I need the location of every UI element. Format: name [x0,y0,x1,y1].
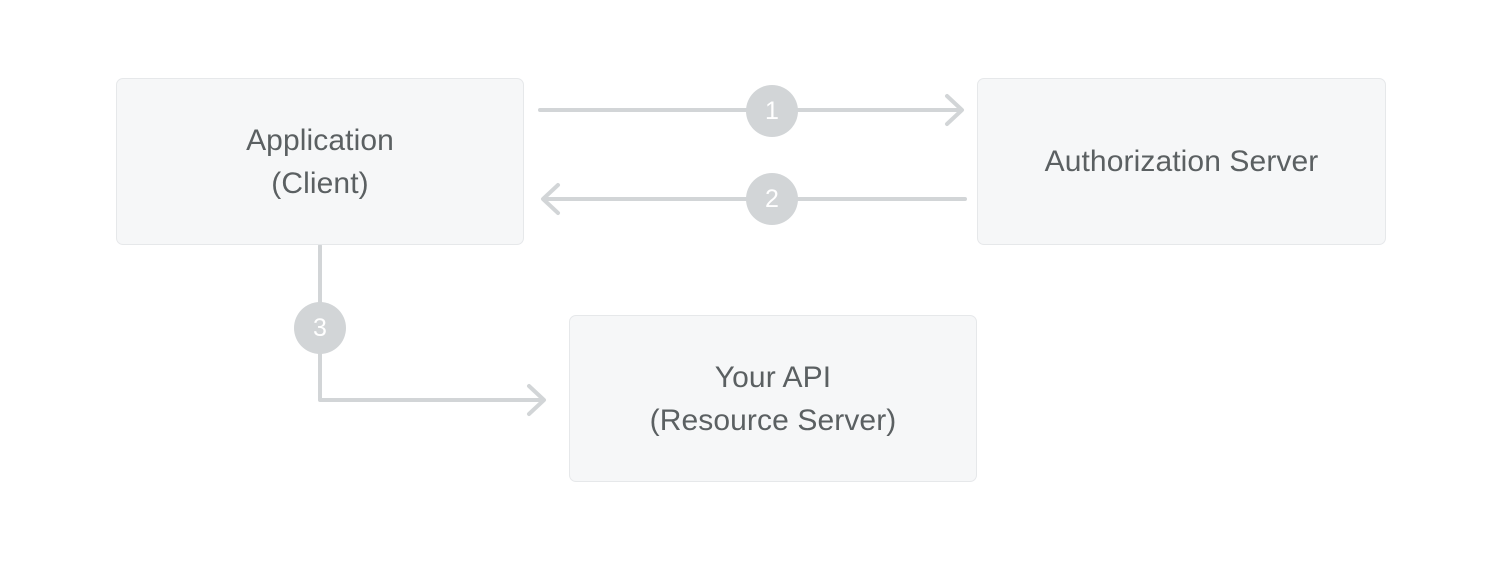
step-badge-1-number: 1 [765,96,779,125]
node-authorization-server-label: Authorization Server [1044,145,1319,178]
node-application[interactable]: Application (Client) [116,78,524,245]
node-application-label: Application (Client) [246,123,394,200]
step-badge-2: 2 [746,173,798,225]
node-your-api-label: Your API (Resource Server) [649,360,897,437]
edge-3-arrow [318,244,546,416]
node-your-api[interactable]: Your API (Resource Server) [569,315,977,482]
step-badge-1: 1 [746,85,798,137]
step-badge-3-number: 3 [313,313,327,342]
step-badge-2-number: 2 [765,184,779,213]
node-authorization-server[interactable]: Authorization Server [977,78,1386,245]
step-badge-3: 3 [294,302,346,354]
